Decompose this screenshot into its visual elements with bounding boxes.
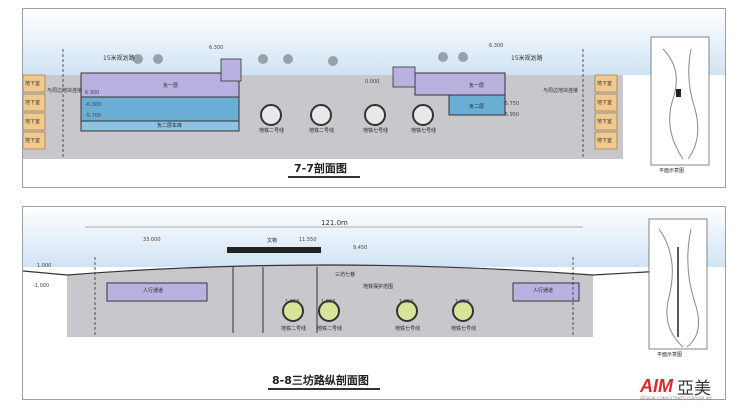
metro-tunnels xyxy=(260,104,434,126)
dim-label: 1.000 xyxy=(37,263,52,269)
section-7-7-drawing xyxy=(23,9,725,166)
total-length-label: 121.0m xyxy=(321,219,348,227)
dim-label: 6.300 xyxy=(489,43,504,49)
right-level-1 xyxy=(414,72,506,96)
dim-label: -5.700 xyxy=(85,113,102,119)
right-level-2-label: 负二层 xyxy=(469,104,485,110)
dim-label: 6.300 xyxy=(85,90,100,96)
plan-label: 平面示意图 xyxy=(659,168,685,174)
dim-label: 6.300 xyxy=(209,45,224,51)
dim-label: 0.000 xyxy=(365,79,380,85)
section-panel-7-7: 15米规划路 15米规划路 地下室 地下室 地下室 地下室 地下室 地下室 地下… xyxy=(22,8,726,188)
basement-label: 地下室 xyxy=(597,138,613,144)
park-label: 三坊七巷 xyxy=(335,272,356,278)
basement-label: 地下室 xyxy=(25,138,41,144)
metro-line-label: 地铁七号线 xyxy=(411,128,437,134)
left-connection-label: 与周边地块连接 xyxy=(47,88,83,94)
brand-name: 亞美 xyxy=(677,379,711,399)
section-panel-8-8: 121.0m 文物 33.000 三坊七巷 地铁保护范围 人行通道 人行通道 地… xyxy=(22,206,726,400)
right-level-2 xyxy=(448,94,506,116)
bridge-label: 文物 xyxy=(267,238,278,244)
right-road-label: 15米规划路 xyxy=(511,55,543,62)
dim-label: 1.850 xyxy=(285,299,300,305)
metro-line-label: 地铁二号线 xyxy=(309,128,335,134)
basement-label: 地下室 xyxy=(597,100,613,106)
dim-label: 1.850 xyxy=(321,299,336,305)
right-passage xyxy=(512,282,580,302)
section-8-8-drawing xyxy=(23,207,725,350)
metro-line-label: 地铁二号线 xyxy=(259,128,285,134)
left-room-label: 人行通道 xyxy=(143,288,164,294)
span-label: 33.000 xyxy=(143,237,161,243)
left-level-2-label: 负二层车库 xyxy=(157,123,183,129)
dim-label: 1.850 xyxy=(455,299,470,305)
brand-logo: AIM 亞美 xyxy=(640,374,711,399)
title-underline xyxy=(268,388,380,390)
dim-label: -1.000 xyxy=(33,283,50,289)
metro-line-label: 地铁七号线 xyxy=(395,326,421,332)
dim-label: -6.950 xyxy=(503,112,520,118)
dim-label: 9.450 xyxy=(353,245,368,251)
protect-label: 地铁保护范围 xyxy=(363,284,394,290)
dim-label: -5.750 xyxy=(503,101,520,107)
metro-tunnels xyxy=(282,300,474,322)
bridge-deck xyxy=(227,247,321,253)
section-7-7-title: 7-7剖面图 xyxy=(294,162,347,175)
basement-label: 地下室 xyxy=(25,81,41,87)
brand-tagline: DESIGN CONSULTANTS (GROUP) INC. xyxy=(640,396,714,401)
brand-mark: AIM xyxy=(640,376,673,396)
dim-label: 1.850 xyxy=(399,299,414,305)
dim-label: 11.550 xyxy=(299,237,317,243)
basement-label: 地下室 xyxy=(25,100,41,106)
plan-label: 平面示意图 xyxy=(657,352,683,358)
plan-thumbnail xyxy=(650,36,710,166)
metro-line-label: 地铁七号线 xyxy=(451,326,477,332)
basement-label: 地下室 xyxy=(25,119,41,125)
right-room-label: 人行通道 xyxy=(533,288,554,294)
street-trees xyxy=(133,52,468,66)
left-level-1-label: 负一层 xyxy=(163,83,179,89)
right-connection-label: 与周边地块连接 xyxy=(543,88,579,94)
left-passage xyxy=(106,282,208,302)
basement-label: 地下室 xyxy=(597,81,613,87)
left-road-label: 15米规划路 xyxy=(103,55,135,62)
metro-line-label: 地铁二号线 xyxy=(281,326,307,332)
metro-line-label: 地铁七号线 xyxy=(363,128,389,134)
left-level-1 xyxy=(80,72,240,98)
right-basement-stack xyxy=(594,74,618,150)
title-underline xyxy=(288,176,360,178)
section-8-8-title: 8-8三坊路纵剖面图 xyxy=(272,374,369,387)
basement-label: 地下室 xyxy=(597,119,613,125)
left-level-2 xyxy=(80,96,240,122)
metro-line-label: 地铁二号线 xyxy=(317,326,343,332)
dim-label: -6.300 xyxy=(85,102,102,108)
left-basement-stack xyxy=(23,74,46,150)
right-level-1-label: 负一层 xyxy=(469,83,485,89)
